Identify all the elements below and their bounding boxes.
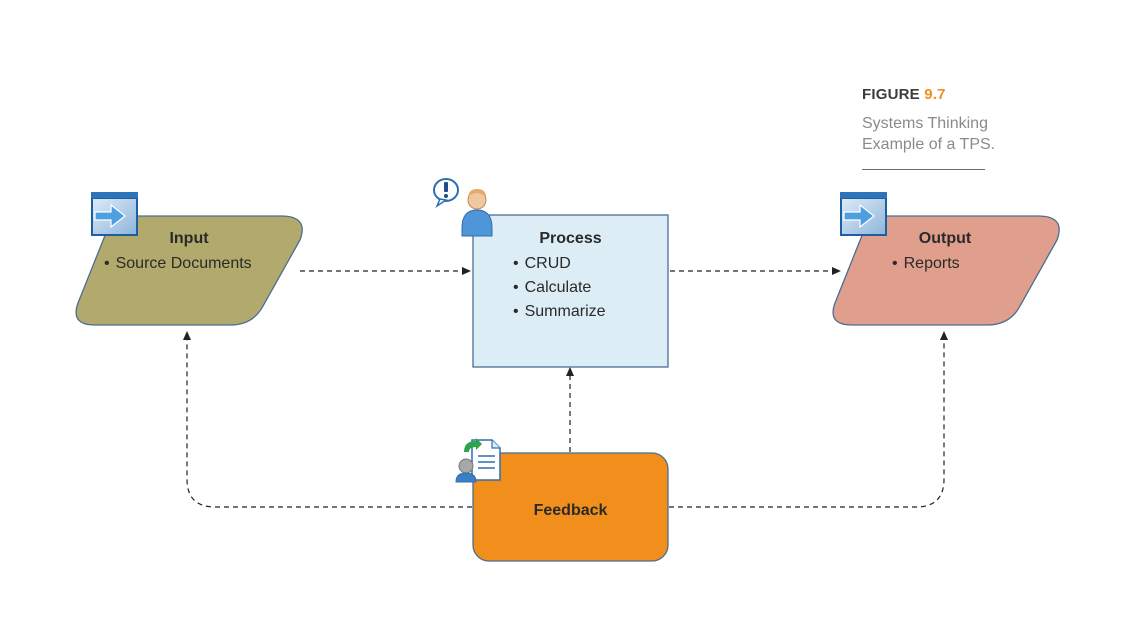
list-item: Summarize — [513, 300, 668, 324]
person-report-icon — [455, 438, 501, 483]
figure-word: FIGURE — [862, 86, 920, 103]
input-title: Input — [169, 230, 209, 247]
list-item: CRUD — [513, 252, 668, 276]
caption-divider — [862, 169, 985, 170]
output-items: Reports — [892, 252, 980, 276]
connector-feedback-output — [669, 331, 948, 508]
list-item: Source Documents — [104, 252, 252, 276]
figure-label: FIGURE 9.7 — [862, 86, 1112, 103]
figure-caption-text: Systems Thinking Example of a TPS. — [862, 115, 996, 153]
arrow-document-icon — [840, 192, 887, 236]
feedback-title: Feedback — [533, 502, 608, 519]
person-alert-icon — [433, 178, 493, 237]
feedback-node-shape — [472, 452, 669, 562]
input-node: Input Source Documents — [104, 230, 252, 276]
connector-feedback-input — [183, 331, 472, 508]
list-item: Reports — [892, 252, 980, 276]
figure-number: 9.7 — [924, 86, 946, 103]
figure-caption: FIGURE 9.7 Systems Thinking Example of a… — [862, 86, 1112, 170]
input-items: Source Documents — [104, 252, 252, 276]
list-item: Calculate — [513, 276, 668, 300]
process-items: CRUD Calculate Summarize — [513, 252, 668, 324]
output-title: Output — [918, 230, 972, 247]
process-node: Process CRUD Calculate Summarize — [473, 230, 668, 324]
arrow-document-icon — [91, 192, 138, 236]
process-title: Process — [539, 230, 602, 247]
output-node: Output Reports — [892, 230, 980, 276]
